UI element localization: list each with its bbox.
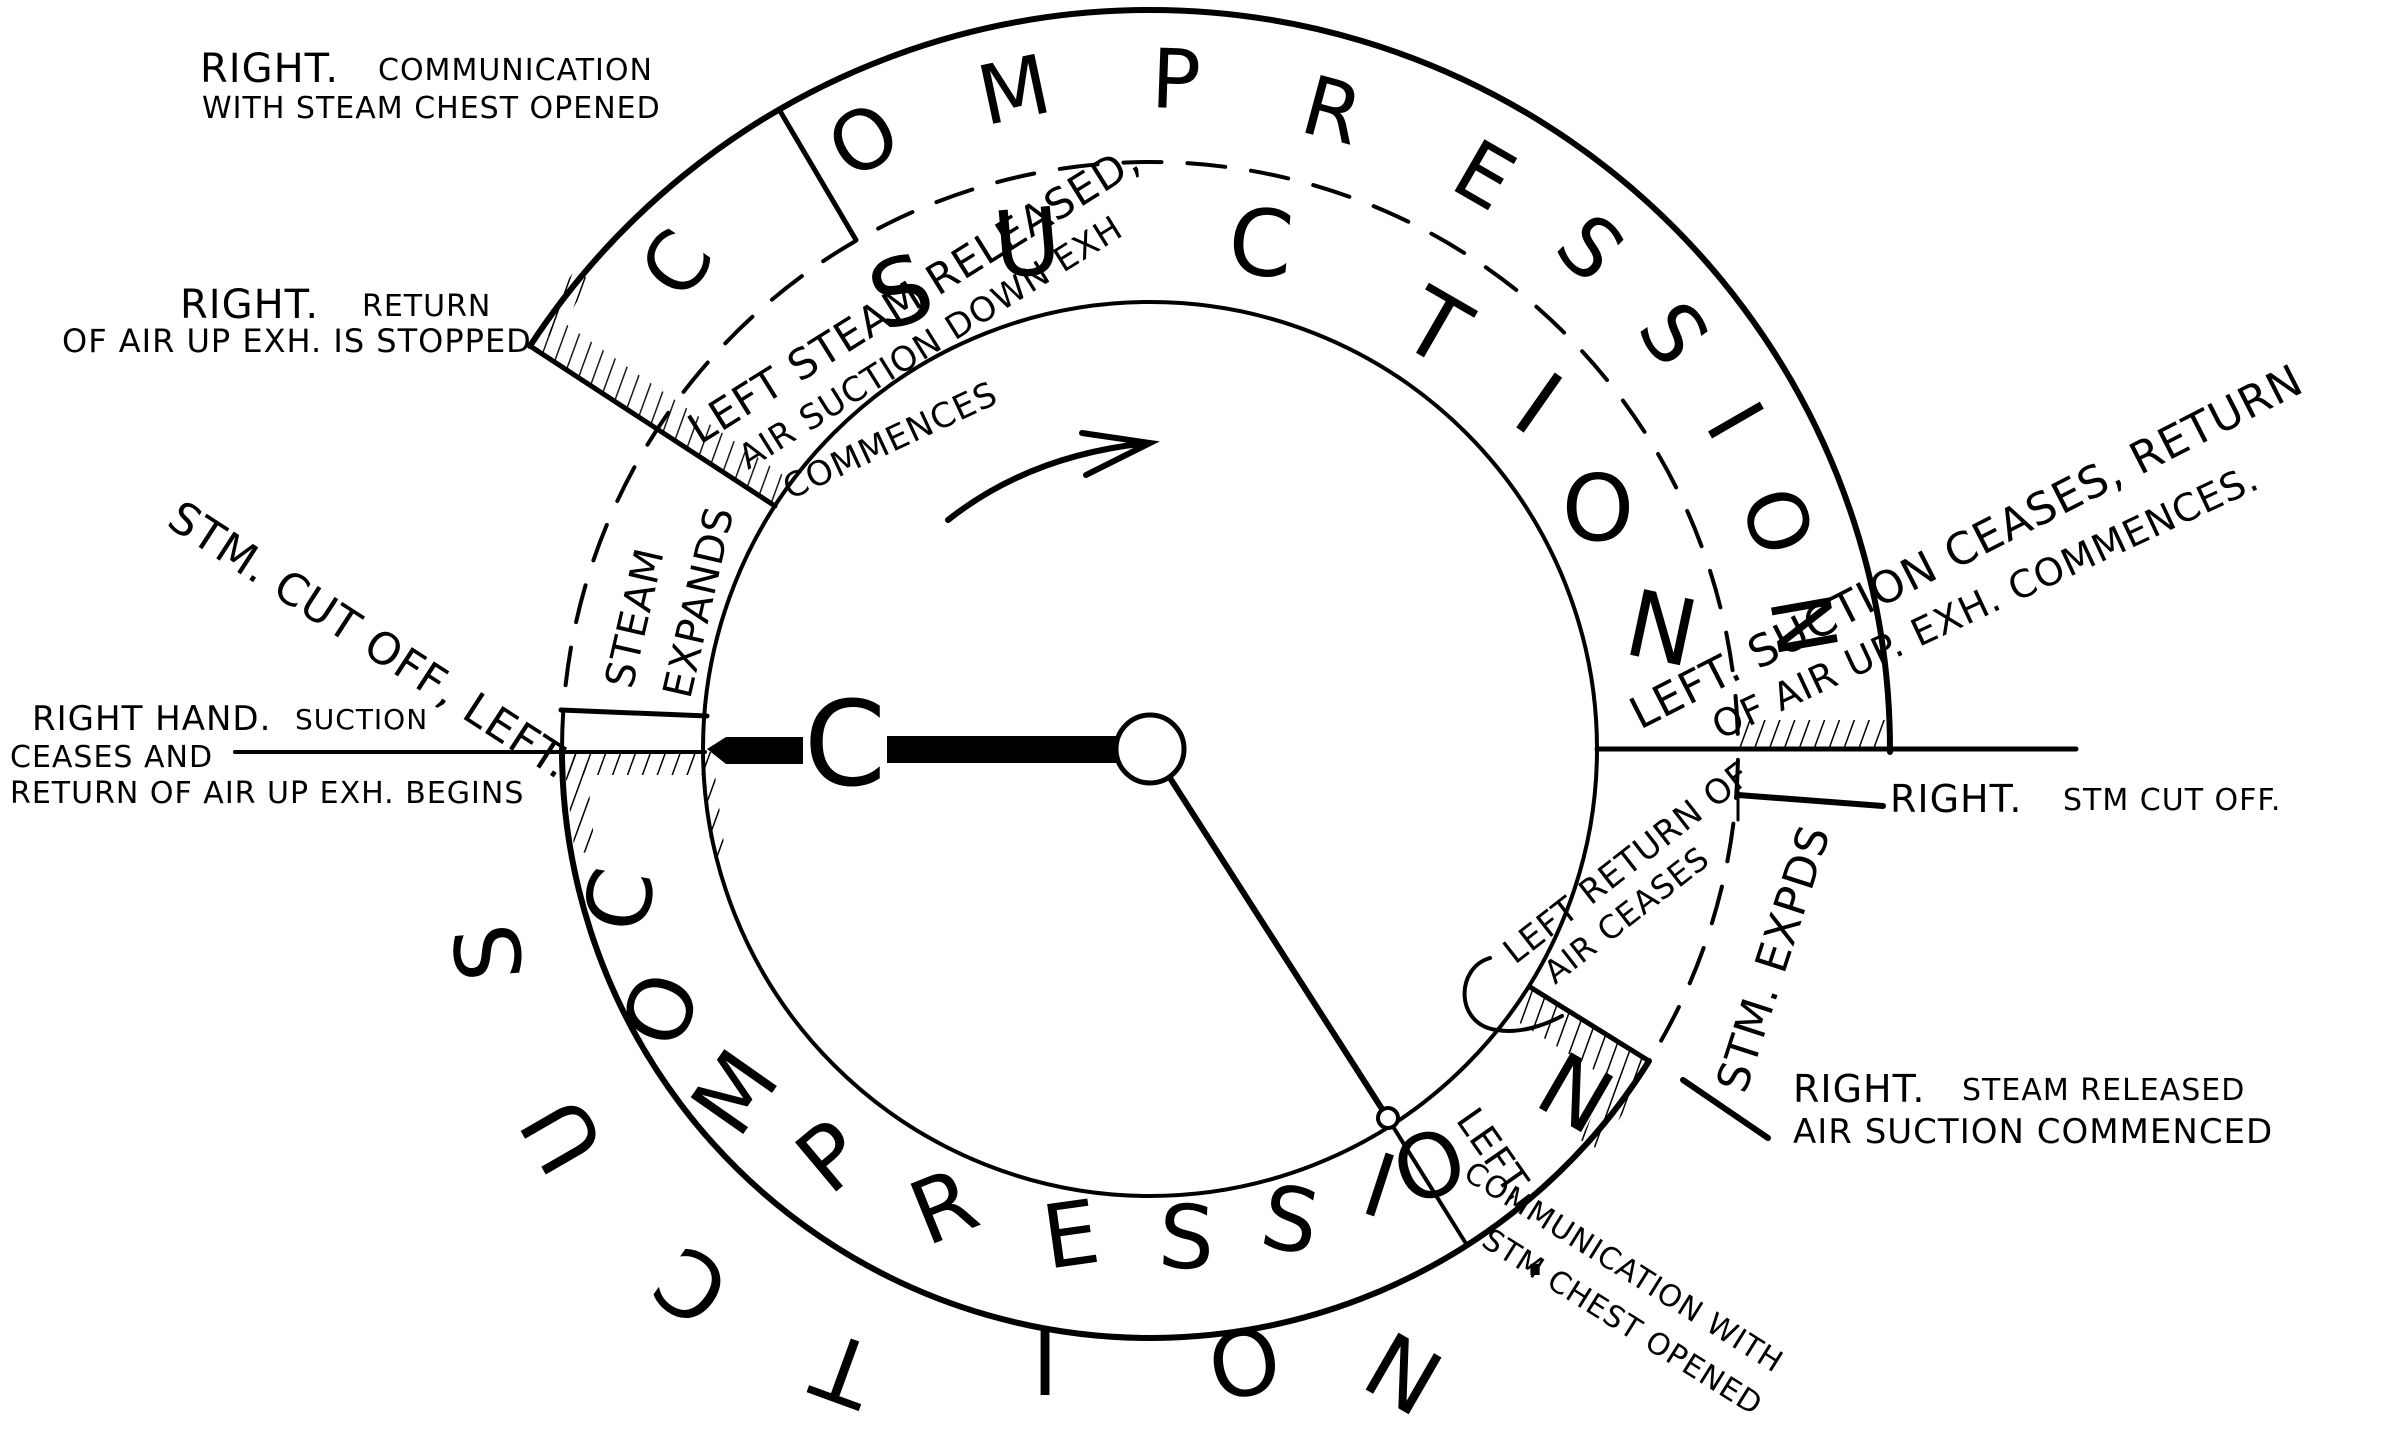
ring-letter: S bbox=[435, 920, 545, 986]
label-line: RIGHT HAND. bbox=[32, 699, 271, 739]
ring-letter: S bbox=[1156, 1185, 1217, 1291]
ring-letter: C bbox=[622, 214, 733, 315]
label-line: AIR SUCTION COMMENCED bbox=[1793, 1112, 2273, 1152]
label-right-return-stopped: RIGHT. RETURN OF AIR UP EXH. IS STOPPED. bbox=[62, 282, 543, 360]
label-line: LEFT STEAM RELEASED, bbox=[679, 135, 1148, 454]
label-right-hand-suction: RIGHT HAND. SUCTION CEASES AND RETURN OF… bbox=[10, 699, 524, 811]
ring-letter: I bbox=[1496, 353, 1580, 456]
hatch-upper-left-2 bbox=[530, 270, 590, 346]
eccentric-rod-right bbox=[887, 736, 1119, 763]
ring-letter: S bbox=[1619, 286, 1727, 383]
label-expands: EXPANDS bbox=[655, 502, 744, 702]
crank-arm bbox=[1167, 775, 1387, 1115]
radial-top-separator bbox=[777, 108, 859, 243]
ring-letter: O bbox=[1562, 455, 1634, 562]
hatch-lower-right bbox=[1515, 987, 1649, 1150]
ring-letter: I bbox=[1032, 1312, 1059, 1417]
lower-right-comm-line bbox=[1390, 1123, 1467, 1244]
label-left-communication-opened: LEFT. COMMUNICATION WITH STM CHEST OPENE… bbox=[1448, 1100, 1790, 1423]
label-line: RETURN bbox=[362, 289, 491, 324]
ring-letter: O bbox=[1721, 476, 1831, 567]
hatch-right bbox=[1738, 720, 1890, 749]
label-line: CEASES AND bbox=[10, 740, 213, 775]
label-line: RIGHT. bbox=[200, 46, 339, 92]
hatch-left-lower-3 bbox=[700, 752, 726, 860]
middle-circle-solid bbox=[558, 746, 1652, 1341]
ring-letter: S bbox=[1537, 197, 1641, 301]
ring-letter: U bbox=[502, 1080, 626, 1190]
label-line: RIGHT. bbox=[1890, 777, 2022, 821]
ring-letter: R bbox=[1292, 58, 1372, 165]
ring-letter: O bbox=[813, 84, 916, 199]
ring-letter: P bbox=[777, 1100, 884, 1213]
left-return-curve bbox=[1462, 956, 1564, 1033]
label-stm-cut-off-left: STM. CUT OFF, LEFT. bbox=[159, 491, 580, 789]
rotation-arrow bbox=[945, 440, 1151, 523]
label-line: RETURN OF AIR UP EXH. BEGINS bbox=[10, 776, 524, 811]
label-line: WITH STEAM CHEST OPENED bbox=[202, 91, 661, 126]
label-line: STM CUT OFF. bbox=[2063, 783, 2281, 818]
ring-letter: R bbox=[896, 1148, 991, 1266]
left-cutoff-line bbox=[558, 707, 710, 719]
label-right-communication-opened: RIGHT. COMMUNICATION WITH STEAM CHEST OP… bbox=[200, 46, 661, 126]
label-line: STEAM RELEASED bbox=[1962, 1073, 2245, 1108]
label-line: OF AIR UP EXH. IS STOPPED. bbox=[62, 322, 543, 360]
label-line: COMMUNICATION bbox=[378, 53, 653, 88]
hatch-left-lower bbox=[563, 752, 707, 775]
label-right-stm-cut-off: RIGHT. STM CUT OFF. bbox=[1890, 777, 2281, 821]
radial-upper-left bbox=[527, 343, 778, 509]
outer-circle-arc bbox=[527, 7, 1894, 755]
right-steam-released-line bbox=[1680, 1077, 1771, 1141]
ring-letter: T bbox=[1384, 267, 1488, 389]
ring-letter: T bbox=[800, 1310, 889, 1428]
ring-letter: E bbox=[1036, 1180, 1105, 1290]
label-right-steam-released: RIGHT. STEAM RELEASED AIR SUCTION COMMEN… bbox=[1793, 1067, 2273, 1152]
label-line: RIGHT. bbox=[1793, 1067, 1925, 1111]
ring-letter: M bbox=[970, 37, 1059, 145]
ring-letter: P bbox=[1150, 32, 1203, 129]
ring-letter: . bbox=[1521, 1192, 1550, 1297]
ring-letter: U bbox=[989, 187, 1065, 299]
ring-letter: N bbox=[1349, 1309, 1460, 1434]
radial-lower-right bbox=[1527, 984, 1652, 1064]
rotation-arrow-head bbox=[1079, 430, 1160, 478]
ring-letter: C bbox=[637, 1224, 749, 1346]
label-left-return-ceases: LEFT RETURN OF AIR CEASES bbox=[1496, 755, 1759, 992]
ring-lower-inner-letters: C O M P R E S S I O N bbox=[564, 861, 1630, 1291]
ring-letter: C bbox=[1224, 188, 1297, 300]
ring-letter: C bbox=[564, 861, 676, 939]
eccentric-rod-left bbox=[707, 737, 803, 764]
hub-circle bbox=[1113, 712, 1187, 786]
crank-label: C bbox=[804, 675, 886, 813]
label-line: RIGHT. bbox=[180, 282, 319, 328]
ring-letter: O bbox=[601, 959, 721, 1059]
ring-letter: E bbox=[1438, 122, 1530, 230]
label-line: LEFT RETURN OF bbox=[1496, 755, 1759, 972]
label-line: SUCTION bbox=[295, 703, 428, 736]
crank-pin bbox=[1376, 1106, 1400, 1130]
ring-letter: I bbox=[1687, 387, 1781, 455]
hatch-left-lower-2 bbox=[563, 752, 595, 855]
right-cutoff-line bbox=[1735, 792, 1886, 809]
hatch-upper-left bbox=[530, 320, 790, 506]
